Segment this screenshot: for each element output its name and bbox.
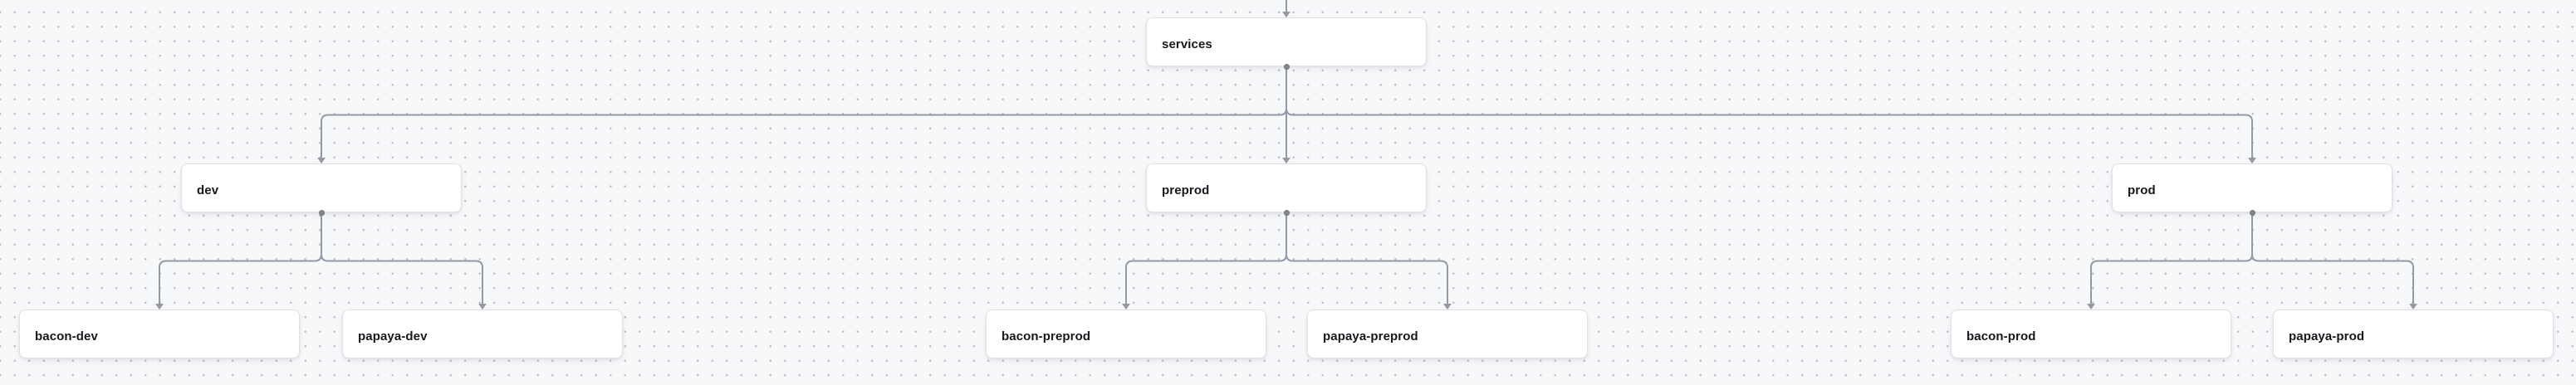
edge-connector	[159, 212, 322, 304]
edge-arrowhead-icon	[2409, 304, 2417, 309]
edge-arrowhead-icon	[478, 304, 487, 309]
edge-arrowhead-icon	[2248, 158, 2256, 163]
edge-connector	[1125, 212, 1287, 304]
tree-node-preprod[interactable]: preprod	[1146, 163, 1427, 216]
tree-node-bacon-prod[interactable]: bacon-prod	[1951, 309, 2231, 358]
node-label: papaya-prod	[2289, 329, 2365, 344]
node-label: bacon-preprod	[1002, 329, 1091, 344]
source-handle[interactable]	[1283, 63, 1290, 70]
node-label: services	[1162, 37, 1212, 51]
tree-node-dev[interactable]: dev	[181, 163, 462, 216]
edge-connector	[321, 212, 483, 304]
node-label: bacon-dev	[35, 329, 98, 344]
node-label: bacon-prod	[1966, 329, 2036, 344]
tree-node-prod[interactable]: prod	[2112, 163, 2392, 216]
node-label: papaya-dev	[358, 329, 428, 344]
edge-connector	[1286, 66, 2253, 158]
node-label: prod	[2128, 183, 2156, 197]
tree-node-services[interactable]: services	[1146, 17, 1427, 70]
tree-node-bacon-dev[interactable]: bacon-dev	[19, 309, 300, 358]
edge-connector	[2090, 212, 2253, 304]
tree-node-papaya-preprod[interactable]: papaya-preprod	[1307, 309, 1588, 358]
node-label: preprod	[1162, 183, 1210, 197]
node-label: dev	[197, 183, 219, 197]
tree-node-bacon-preprod[interactable]: bacon-preprod	[986, 309, 1266, 358]
source-handle[interactable]	[2249, 209, 2255, 216]
source-handle[interactable]	[318, 209, 325, 216]
edge-connector	[2251, 212, 2414, 304]
edge-arrowhead-icon	[1443, 304, 1452, 309]
edge-arrowhead-icon	[1282, 12, 1290, 17]
edge-arrowhead-icon	[1122, 304, 1130, 309]
source-handle[interactable]	[1283, 209, 1290, 216]
tree-node-papaya-dev[interactable]: papaya-dev	[342, 309, 623, 358]
edge-arrowhead-icon	[1282, 158, 1290, 163]
edge-arrowhead-icon	[155, 304, 164, 309]
node-label: papaya-preprod	[1323, 329, 1418, 344]
edge-connector	[321, 66, 1287, 158]
edge-arrowhead-icon	[317, 158, 326, 163]
edge-arrowhead-icon	[2087, 304, 2095, 309]
tree-node-papaya-prod[interactable]: papaya-prod	[2273, 309, 2554, 358]
edge-connector	[1286, 212, 1448, 304]
